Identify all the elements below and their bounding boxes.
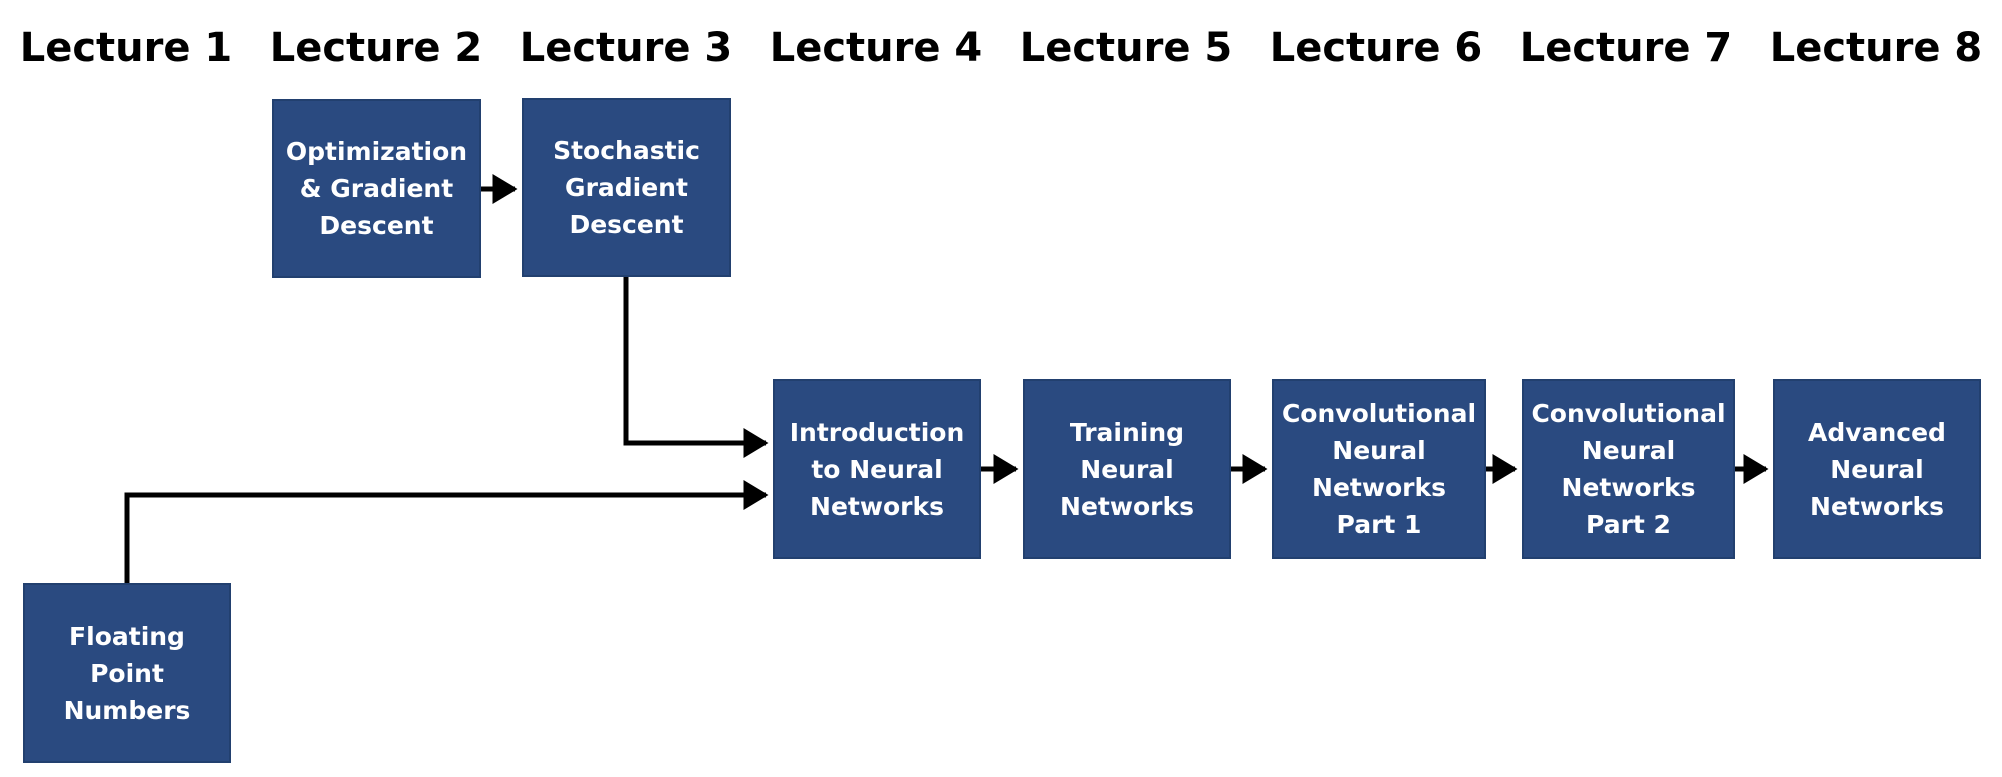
node-line: Descent — [319, 211, 434, 240]
node-line: Stochastic — [553, 136, 700, 165]
node-line: Part 2 — [1586, 510, 1671, 539]
node-optimization-gradient-descent: Optimization & Gradient Descent — [272, 99, 481, 278]
node-line: Convolutional — [1281, 399, 1477, 428]
node-floating-point-numbers: Floating Point Numbers — [23, 583, 231, 763]
node-line: Floating — [69, 621, 185, 651]
edge-sgd-to-intro — [623, 277, 769, 458]
lecture-8-label: Lecture 8 — [1769, 25, 1983, 71]
node-line: Networks — [810, 491, 944, 521]
node-line: Networks — [1810, 491, 1944, 521]
node-line: Neural — [1830, 454, 1924, 484]
node-line: Point — [90, 658, 164, 688]
node-line: Networks — [1561, 473, 1696, 502]
node-introduction-to-neural-networks: Introduction to Neural Networks — [773, 379, 981, 559]
lecture-5-label: Lecture 5 — [1019, 25, 1233, 71]
lecture-6-label: Lecture 6 — [1269, 25, 1483, 71]
node-advanced-neural-networks: Advanced Neural Networks — [1773, 379, 1981, 559]
lecture-1-label: Lecture 1 — [19, 25, 233, 71]
node-line: Neural — [1332, 436, 1426, 465]
node-line: Convolutional — [1531, 399, 1726, 428]
lecture-3-label: Lecture 3 — [519, 25, 733, 71]
node-line: Neural — [1581, 436, 1676, 465]
lecture-2-label: Lecture 2 — [269, 25, 483, 71]
node-line: Descent — [569, 210, 684, 239]
node-cnn-part-2: Convolutional Neural Networks Part 2 — [1522, 379, 1735, 559]
node-line: Optimization — [285, 137, 468, 166]
node-line: Neural — [1080, 454, 1174, 484]
node-line: to Neural — [811, 454, 943, 484]
node-cnn-part-1: Convolutional Neural Networks Part 1 — [1272, 379, 1486, 559]
lecture-7-label: Lecture 7 — [1519, 25, 1733, 71]
node-line: Networks — [1060, 491, 1194, 521]
node-stochastic-gradient-descent: Stochastic Gradient Descent — [522, 98, 731, 277]
node-line: Networks — [1312, 473, 1446, 502]
node-line: Gradient — [565, 173, 688, 202]
node-line: Introduction — [789, 417, 965, 447]
edge-floating-to-intro — [124, 480, 769, 583]
node-line: Training — [1069, 417, 1185, 447]
node-line: Part 1 — [1336, 510, 1422, 539]
lecture-4-label: Lecture 4 — [769, 25, 983, 71]
node-line: Numbers — [63, 695, 191, 725]
node-line: Advanced — [1808, 417, 1946, 447]
node-training-neural-networks: Training Neural Networks — [1023, 379, 1231, 559]
node-line: & Gradient — [299, 174, 454, 203]
